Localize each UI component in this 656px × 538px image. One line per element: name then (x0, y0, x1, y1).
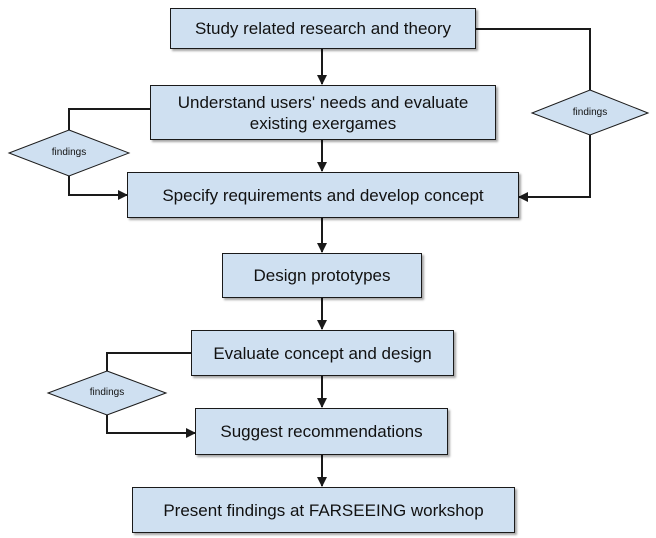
step-design-prototypes-label: Design prototypes (253, 266, 391, 285)
findings-label-right: findings (572, 107, 608, 118)
step-understand-needs-label: Understand users' needs and evaluate exi… (177, 92, 469, 133)
step-study-research-label: Study related research and theory (194, 19, 452, 38)
findings-diamond-left-upper (7, 129, 131, 177)
step-specify-requirements: Specify requirements and develop concept (127, 172, 519, 218)
step-evaluate-concept-label: Evaluate concept and design (213, 343, 432, 363)
findings-diamond-left-lower (46, 370, 168, 416)
step-study-research: Study related research and theory (170, 8, 476, 49)
step-understand-needs: Understand users' needs and evaluate exi… (150, 85, 496, 140)
step-suggest-recommendations: Suggest recommendations (195, 408, 448, 455)
findings-diamond-right (530, 89, 650, 136)
step-design-prototypes: Design prototypes (222, 253, 422, 298)
step-present-findings-label: Present findings at FARSEEING workshop (163, 500, 484, 520)
findings-label-left-lower: findings (89, 387, 125, 398)
connector-understand-to-findings (68, 108, 150, 130)
findings-label-left-upper: findings (51, 147, 87, 158)
step-evaluate-concept: Evaluate concept and design (191, 330, 454, 376)
step-suggest-recommendations-label: Suggest recommendations (220, 422, 423, 441)
step-specify-requirements-label: Specify requirements and develop concept (162, 185, 484, 205)
arrow-findings-to-specify (518, 135, 591, 202)
step-present-findings: Present findings at FARSEEING workshop (132, 487, 515, 533)
connector-study-to-findings (476, 28, 591, 90)
connector-evaluate-to-findings (106, 352, 191, 371)
arrow-findings-to-suggest (106, 415, 196, 438)
arrow-findings-to-specify-left (68, 176, 128, 200)
